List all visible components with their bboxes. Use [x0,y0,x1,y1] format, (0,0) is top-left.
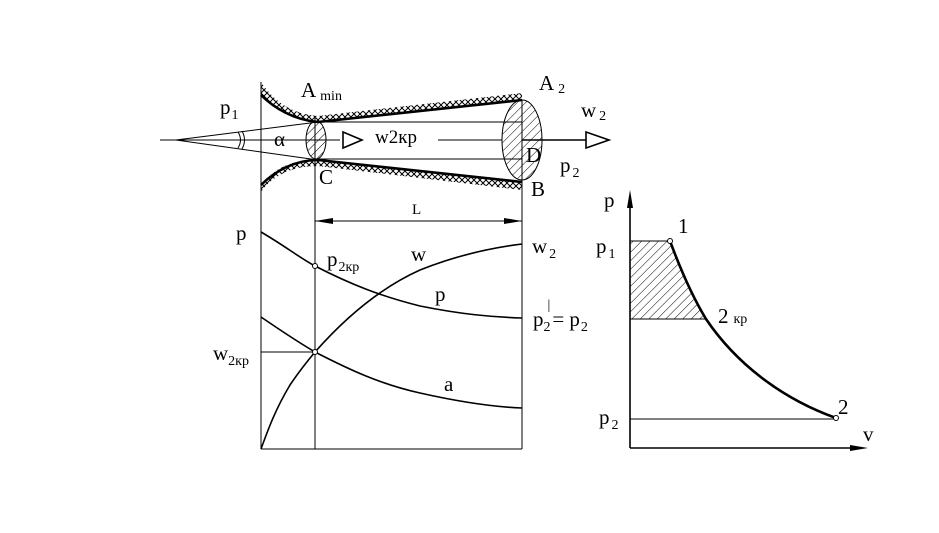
label-b: B [531,177,545,201]
label-p2-equals: p2|= p2 [533,298,588,335]
pv-v-axis-arrow-icon [850,445,868,451]
w2kr-arrow-icon [342,130,365,150]
pv-point-2 [833,415,839,421]
sound-speed-curve [260,316,523,409]
label-alpha: α [274,127,285,151]
w2kr-point [312,349,318,355]
length-arrow-right-icon [504,218,522,224]
label-a-curve: a [444,372,454,396]
pv-label-v-axis: v [863,422,874,446]
pv-label-point-1: 1 [678,214,689,238]
w2-arrow-icon [585,130,612,150]
p2kr-point [312,263,318,269]
label-d: D [526,143,541,167]
cone-ray-upper [175,121,319,141]
pv-label-p-axis: p [604,188,615,212]
pv-label-point-2: 2 [838,395,849,419]
label-w2kr: w2кр [375,127,417,148]
angle-arc-2 [241,130,245,150]
label-w2kr-profile: w2кр [213,341,249,369]
length-arrow-left-icon [315,218,333,224]
angle-arc-1 [237,131,241,149]
label-c: C [319,165,333,189]
pv-p-axis-arrow-icon [627,190,633,208]
pv-point-1 [667,238,673,244]
pv-hatched-area [630,241,706,319]
label-p-curve: p [435,282,446,306]
label-p2kr: p2кр [327,247,359,275]
cone-ray-lower [175,139,319,161]
label-w-curve: w [411,242,427,266]
label-p1: p1 [220,95,239,123]
label-length: L [412,202,421,218]
pressure-curve [260,231,523,319]
label-p-axis: p [236,221,247,245]
velocity-curve [260,243,523,450]
lower-wall-hatch [261,160,522,192]
pv-expansion-curve [668,240,837,420]
